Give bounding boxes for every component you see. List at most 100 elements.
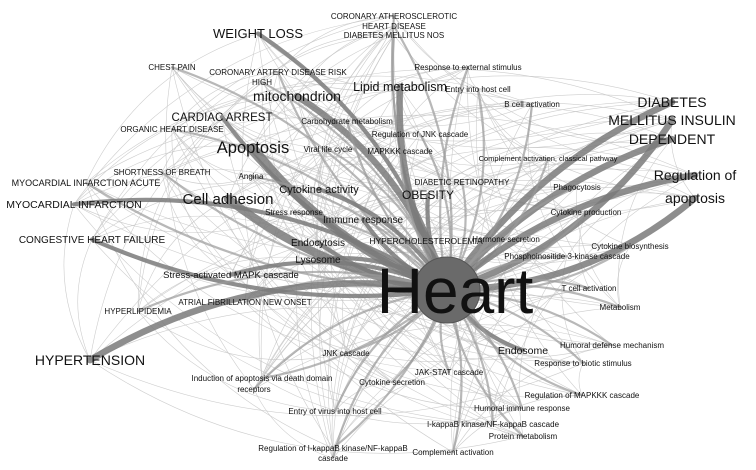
node-label: ORGANIC HEART DISEASE — [120, 125, 223, 134]
node-label: WEIGHT LOSS — [213, 26, 303, 41]
node-label: Cytokine biosynthesis — [591, 242, 668, 251]
network-edge-minor — [73, 145, 254, 205]
node-label: HYPERCHOLESTEROLEMIA — [369, 236, 483, 246]
network-edge-minor — [221, 116, 393, 383]
node-label: Regulation of JNK cascade — [372, 130, 469, 139]
node-label: HYPERLIPIDEMIA — [104, 307, 172, 316]
node-label: MYOCARDIAL INFARCTION ACUTE — [12, 178, 161, 188]
network-edge-minor — [252, 146, 696, 212]
node-label: Entry into host cell — [445, 85, 511, 94]
node-label: Cytokine activity — [279, 184, 359, 196]
node-label: Cell adhesion — [183, 191, 274, 208]
network-edge-minor — [461, 163, 696, 199]
node-label: CHEST PAIN — [148, 63, 195, 72]
node-label: HYPERTENSION — [35, 352, 145, 368]
node-label: Response to biotic stimulus — [534, 359, 631, 368]
node-label: HEART DISEASE — [362, 22, 426, 31]
network-edge-minor — [221, 116, 401, 158]
network-edge-minor — [261, 34, 395, 83]
network-edge-minor — [345, 352, 393, 383]
node-label: B cell activation — [504, 100, 560, 109]
network-edge-minor — [253, 138, 673, 390]
network-edge-minor — [89, 71, 279, 361]
label-layer: Heart WEIGHT LOSS CORONARY ATHEROSCLEROT… — [6, 12, 736, 463]
hub-node — [413, 256, 481, 324]
node-label: Endocytosis — [291, 238, 345, 249]
node-label: Hormone secretion — [472, 235, 540, 244]
network-edge-minor — [227, 34, 395, 200]
network-edge-minor — [85, 117, 421, 184]
network-edge-hub — [443, 194, 699, 294]
network-edge-minor — [331, 194, 429, 459]
network-edge-minor — [230, 227, 568, 275]
network-edge-minor — [171, 120, 348, 145]
network-edge-minor — [85, 182, 450, 373]
network-edge-minor — [221, 34, 395, 118]
network-edge-minor — [427, 132, 673, 196]
node-label: CORONARY ATHEROSCLEROTIC — [331, 12, 457, 21]
network-edge-minor — [261, 194, 429, 379]
network-edge-minor — [137, 310, 336, 412]
network-edge-minor — [171, 128, 232, 275]
node-label: ATRIAL FIBRILLATION NEW ONSET — [178, 298, 311, 307]
node-label: Stress response — [265, 208, 323, 217]
network-edge-minor — [261, 81, 463, 183]
node-label: Carbohydrate metabolism — [301, 117, 393, 126]
network-edge-minor — [91, 15, 395, 240]
network-edge-minor — [85, 33, 259, 184]
node-label: SHORTNESS OF BREATH — [113, 168, 210, 177]
node-label: Complement activation — [412, 448, 493, 457]
network-edge-minor — [452, 394, 583, 453]
network-edge-minor — [161, 71, 279, 173]
node-label: T cell activation — [562, 284, 617, 293]
node-label: MYOCARDIAL INFARCTION — [6, 199, 142, 211]
network-edge-minor — [171, 71, 279, 130]
network-edge-minor — [452, 344, 613, 453]
node-label: OBESITY — [402, 188, 454, 202]
network-edge-minor — [250, 66, 469, 177]
node-label: Metabolism — [600, 303, 641, 312]
network-edge-minor — [258, 148, 329, 379]
network-edge-minor — [161, 171, 252, 185]
network-edge-minor — [89, 307, 524, 361]
network-edge-minor — [252, 75, 673, 148]
node-label: Cytokine production — [551, 208, 622, 217]
node-label: Humoral immune response — [474, 404, 571, 413]
network-edge-minor — [261, 377, 523, 425]
node-label: CONGESTIVE HEART FAILURE — [19, 235, 166, 246]
network-edge-hub — [170, 66, 449, 292]
network-edge-hub — [443, 98, 676, 294]
node-label: CARDIAC ARREST — [172, 112, 273, 124]
network-edge-hub — [443, 171, 699, 294]
network-edge-minor — [332, 371, 450, 449]
node-label: Stress-activated MAPK cascade — [163, 270, 299, 281]
network-edge-minor — [73, 95, 298, 205]
node-label: DIABETIC RETINOPATHY — [415, 178, 510, 187]
network-edge-minor — [230, 274, 583, 398]
node-label: DIABETES — [637, 94, 706, 110]
network-edge-hub — [136, 270, 449, 313]
network-edge-minor — [317, 227, 507, 260]
network-edge-minor — [452, 186, 578, 453]
node-label: Immune response — [323, 215, 403, 226]
node-label: Endosome — [498, 345, 548, 357]
node-label: apoptosis — [665, 190, 725, 206]
node-label: Regulation of I-kappaB kinase/NF-kappaB — [258, 444, 407, 453]
network-edge-minor — [253, 388, 334, 459]
node-label: MELLITUS INSULIN — [608, 112, 736, 128]
node-label: Complement activation, classical pathway — [479, 154, 618, 163]
network-edge-minor — [250, 175, 583, 396]
network-edge-minor — [334, 381, 393, 412]
network-edge-minor — [137, 256, 319, 312]
network-edge-minor — [492, 407, 523, 425]
network-edge-minor — [346, 66, 469, 122]
network-edge-minor — [241, 33, 334, 449]
node-label: DEPENDENT — [629, 131, 716, 147]
node-label: Phosphoinositide 3-kinase cascade — [504, 252, 630, 261]
network-edge-minor — [576, 186, 621, 308]
network-edge-minor — [244, 148, 329, 303]
network-edge-minor — [578, 362, 584, 396]
node-label: mitochondrion — [253, 88, 341, 104]
network-edge-minor — [257, 33, 401, 88]
